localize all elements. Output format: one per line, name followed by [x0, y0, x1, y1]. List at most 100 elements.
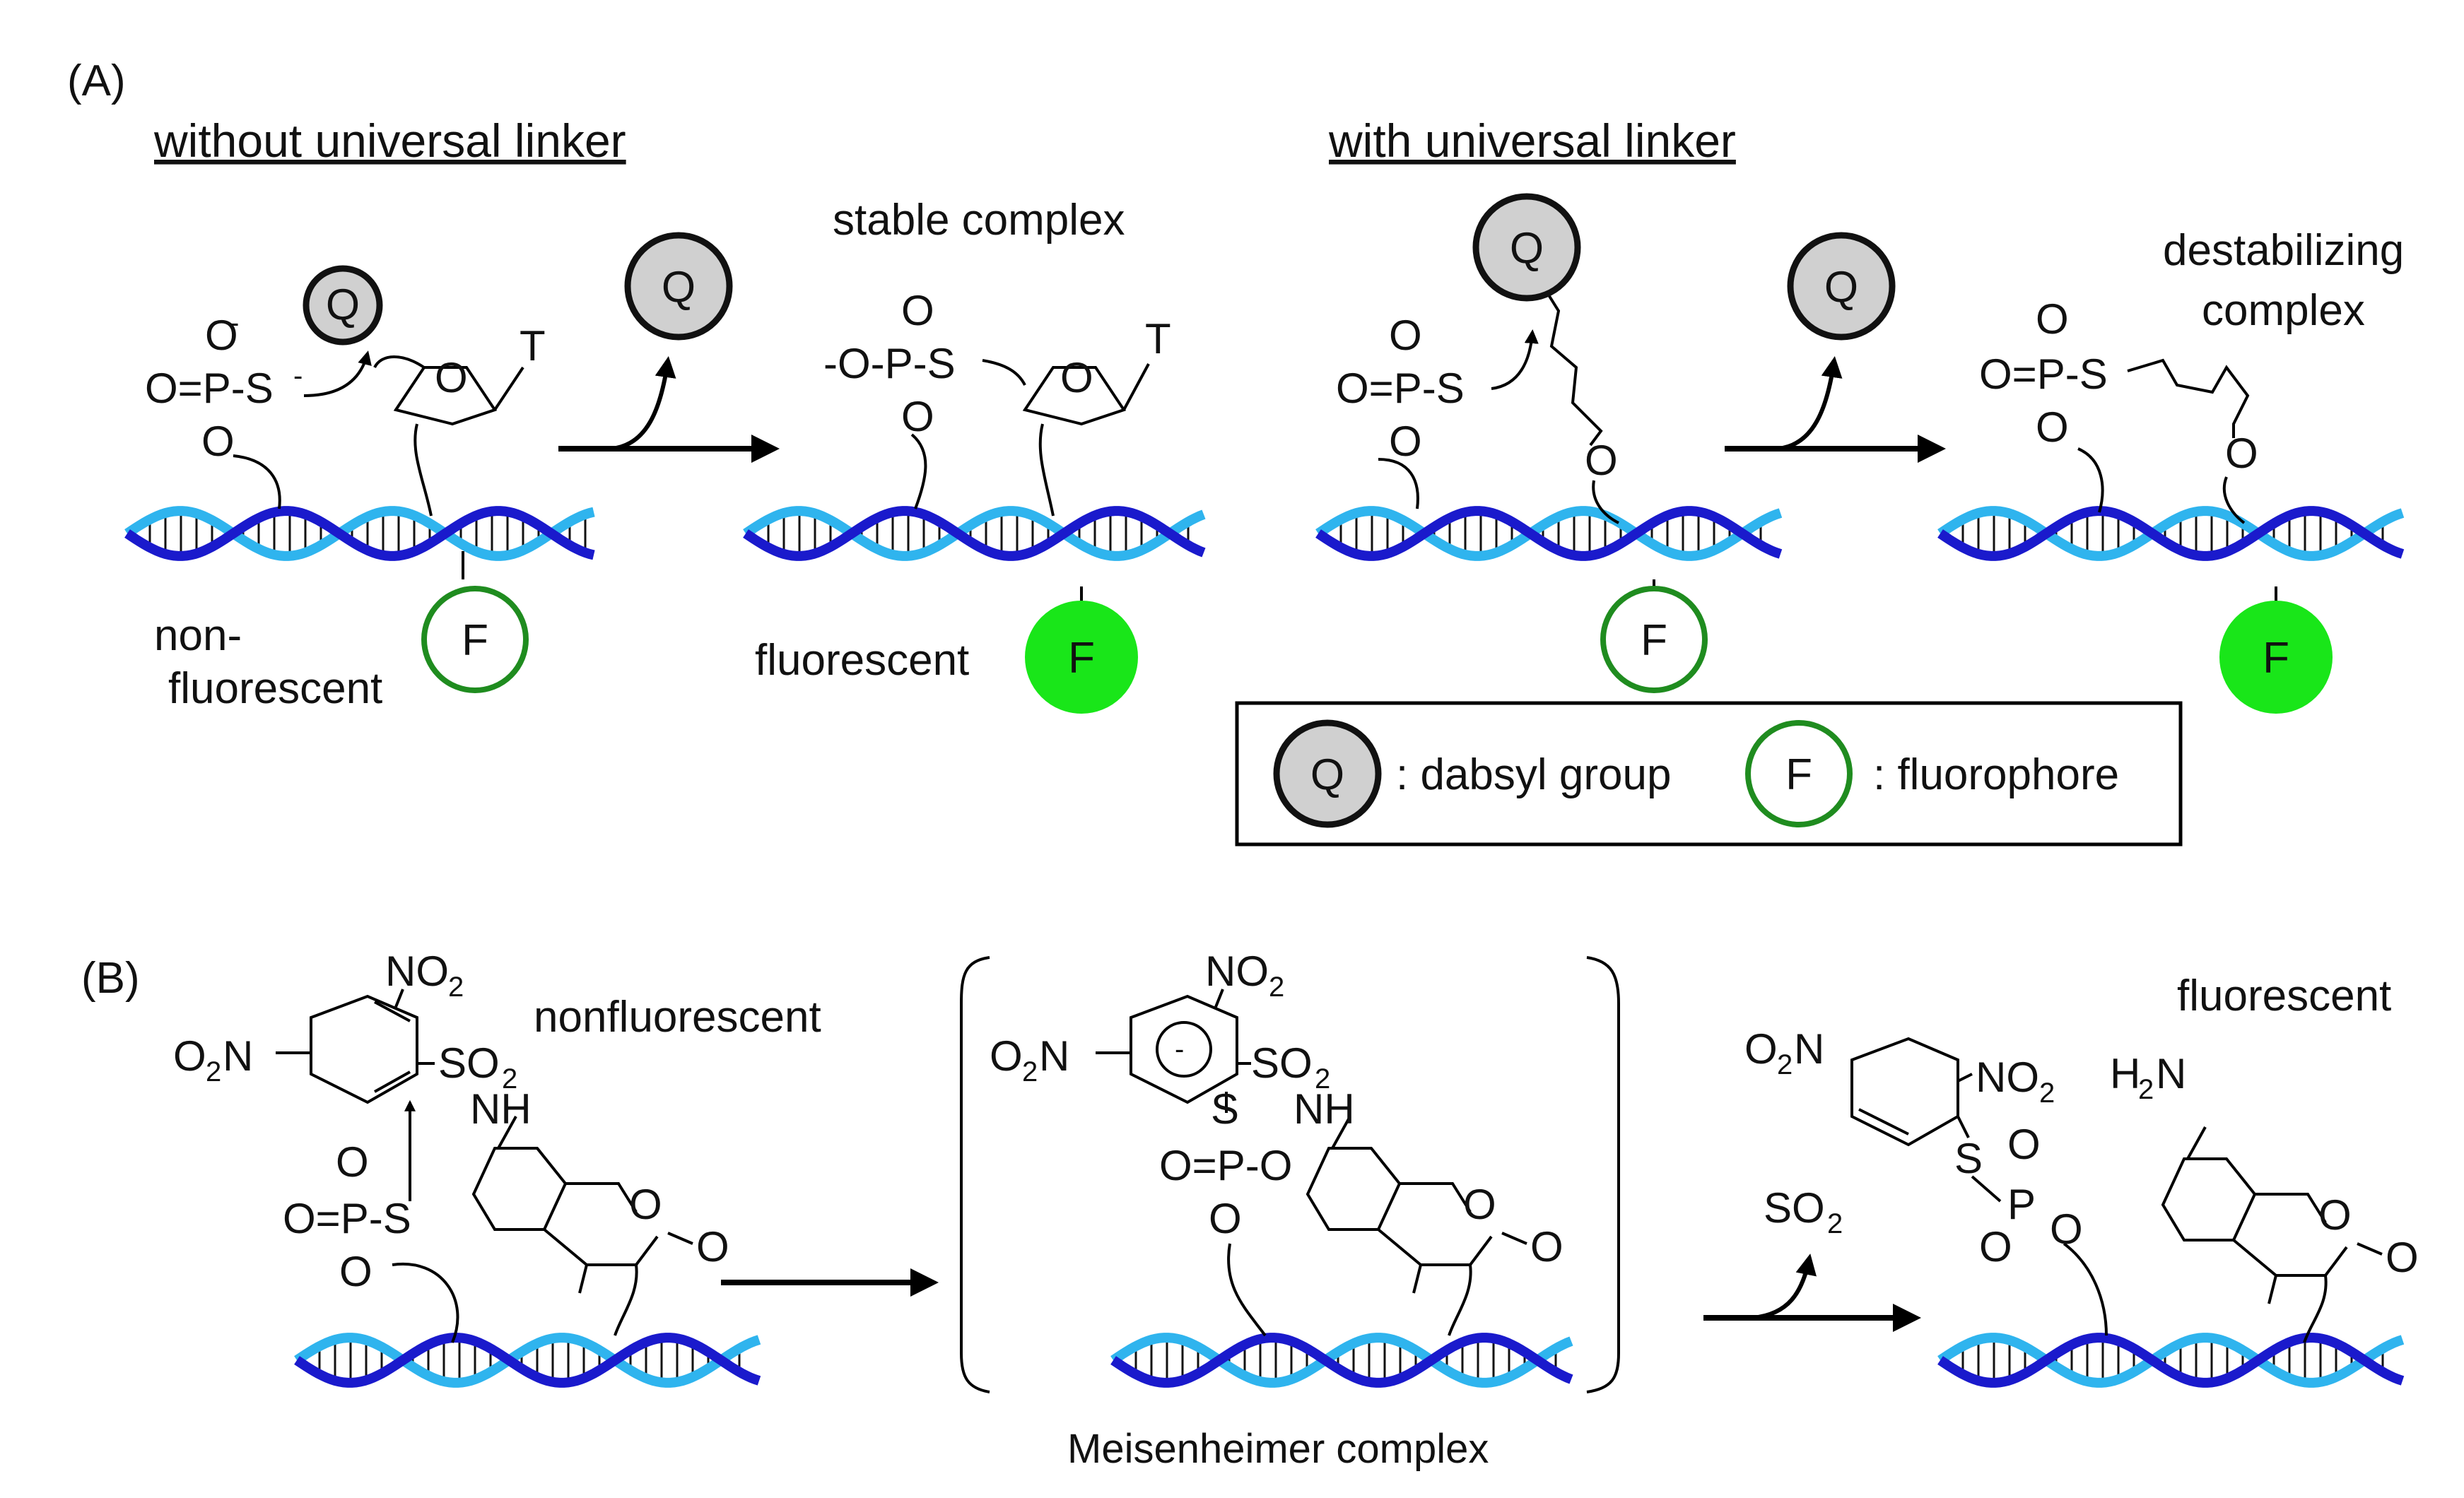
quencher-label: Q	[326, 281, 360, 329]
subscript-2: 2	[1269, 972, 1284, 1003]
fluorophore-on-circle	[2219, 601, 2333, 714]
phosphate-o: O	[1979, 1223, 2012, 1270]
legend-quencher-symbol: Q	[1310, 750, 1344, 799]
phosphate-ops: O=P-S	[145, 365, 274, 412]
legend-quencher-text: : dabsyl group	[1396, 750, 1671, 799]
fluorophore-label: F	[1068, 634, 1095, 683]
released-quencher-label: Q	[662, 263, 696, 312]
coumarin-o: O	[2318, 1191, 2352, 1239]
phosphate-o-bridge: O	[901, 393, 934, 440]
phosphate-o-bridge: O	[201, 418, 235, 465]
dna-strand	[1937, 506, 2405, 561]
phosphate-o-bridge: O	[339, 1248, 372, 1295]
released-quencher-circle	[624, 232, 733, 341]
scheme-a1	[233, 350, 524, 579]
released-quencher-label: Q	[1824, 263, 1858, 312]
scheme-b3	[1850, 1037, 2383, 1343]
nitro-group: NO	[385, 948, 449, 995]
scheme-b2	[1096, 989, 1527, 1337]
carbonyl-o: O	[696, 1223, 729, 1270]
scheme-a4	[2077, 358, 2277, 604]
legend-fluorophore-symbol: F	[1785, 750, 1812, 799]
benzene-ring	[310, 994, 418, 1104]
stable-complex-label: stable complex	[833, 196, 1125, 244]
left-bracket	[960, 956, 990, 1393]
fluorophore-circle	[1600, 586, 1708, 693]
legend-fluorophore-text: : fluorophore	[1873, 750, 2119, 799]
legend-fluorophore-circle	[1745, 720, 1853, 827]
phosphate-o-minus: O	[2007, 1121, 2041, 1168]
fluorophore-label: F	[462, 616, 488, 665]
fluorescent-label: fluorescent	[2177, 972, 2391, 1020]
thymine-label: T	[1145, 315, 1171, 362]
right-bracket	[1586, 956, 1620, 1393]
subscript-2: 2	[502, 1063, 517, 1095]
fluorophore-label: F	[1641, 616, 1667, 665]
phosphate-ops: -O-P-S	[823, 340, 956, 387]
subscript-2: 2	[2039, 1078, 2055, 1109]
phosphate-ops: O=P-S	[1336, 365, 1465, 412]
amine-nh: NH	[1293, 1085, 1355, 1133]
fluorescent-label: fluorescent	[755, 636, 969, 685]
dna-strand	[294, 1333, 761, 1388]
carbonyl-o: O	[1530, 1223, 1564, 1270]
dna-strand	[1315, 506, 1783, 561]
dna-strand	[743, 506, 1206, 561]
fluorophore-circle	[421, 586, 529, 693]
coumarin-o: O	[1463, 1181, 1496, 1228]
charge-minus: -	[293, 360, 303, 391]
nitro-o2n: O	[173, 1032, 206, 1080]
destabilizing-label: destabilizing	[2163, 226, 2404, 275]
subscript-2: 2	[1315, 1063, 1330, 1095]
dna-strand	[1937, 1333, 2405, 1388]
ring-oxygen: O	[1060, 354, 1093, 401]
dna-duplex-a4	[1937, 506, 2405, 561]
charge-minus: -	[230, 307, 239, 338]
nitro-n: N	[1794, 1025, 1824, 1073]
fluorophore-label: F	[2263, 634, 2289, 683]
linker-oxygen: O	[2225, 430, 2258, 477]
released-quencher-circle	[1787, 232, 1896, 341]
sulfonyl: SO	[438, 1039, 500, 1087]
dna-duplex-b3	[1937, 1333, 2405, 1388]
phosphate-o-bridge: O	[2036, 403, 2069, 451]
thymine-label: T	[520, 322, 546, 370]
dna-duplex-b1	[294, 1333, 761, 1388]
ring-oxygen: O	[435, 354, 468, 401]
dna-duplex-b2	[1110, 1333, 1573, 1388]
meisenheimer-label: Meisenheimer complex	[1067, 1426, 1489, 1472]
dna-strand	[1315, 506, 1783, 561]
subscript-2: 2	[206, 1056, 221, 1087]
nitro-n: N	[1039, 1032, 1069, 1080]
amine-nh: NH	[470, 1085, 532, 1133]
linker-oxygen: O	[1585, 437, 1618, 484]
quencher-circle	[1472, 193, 1581, 302]
header-without-linker: without universal linker	[153, 114, 626, 167]
dna-strand	[1110, 1333, 1573, 1388]
subscript-2: 2	[1777, 1049, 1793, 1080]
complex-label: complex	[2202, 286, 2365, 335]
dna-duplex-a3	[1315, 506, 1783, 561]
nitro-group: NO	[1976, 1054, 2039, 1101]
phosphorus: P	[2007, 1181, 2036, 1228]
dna-strand	[124, 506, 595, 561]
scheme-a3	[1378, 281, 1655, 604]
sulfur-s: S	[1211, 1085, 1239, 1133]
dna-strand	[1110, 1333, 1573, 1388]
nitro-group: NO	[1205, 948, 1269, 995]
dna-duplex-a2	[743, 506, 1206, 561]
scheme-b1	[276, 989, 693, 1343]
non-label: non-	[154, 611, 242, 660]
dna-duplex-a1	[124, 506, 595, 561]
scheme-a2	[910, 359, 1150, 608]
sulfonyl: SO	[1251, 1039, 1313, 1087]
dna-strand	[743, 506, 1206, 561]
nonfluorescent-label: nonfluorescent	[534, 993, 821, 1042]
so2-gas: SO	[1764, 1184, 1825, 1232]
nitro-o2n: O	[1744, 1025, 1778, 1073]
panel-a-label: (A)	[67, 57, 126, 105]
phosphate-ops: O=P-S	[1979, 350, 2108, 398]
subscript-2: 2	[1022, 1056, 1038, 1087]
coumarin-o: O	[629, 1181, 662, 1228]
dna-strand	[1937, 1333, 2405, 1388]
